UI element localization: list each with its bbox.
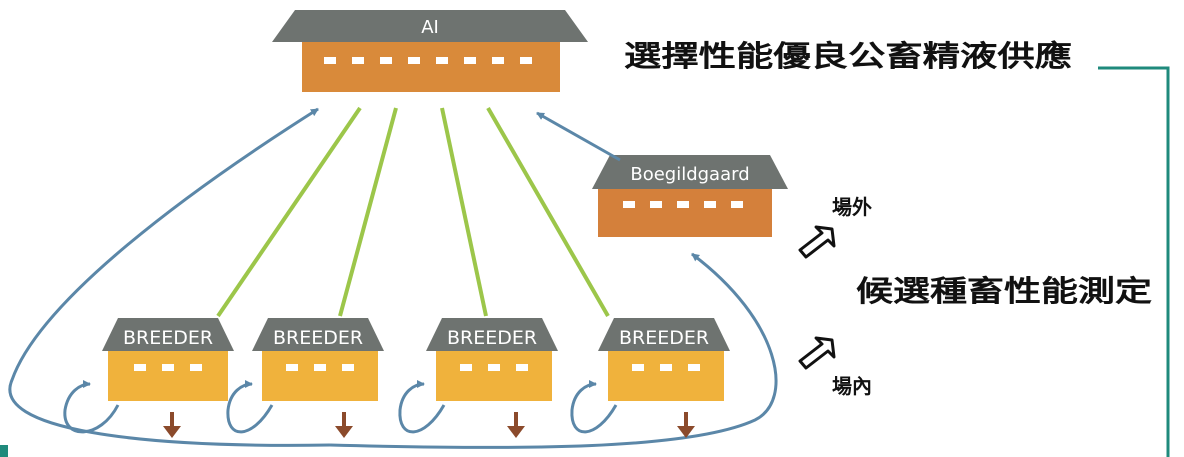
breeders-to-ai-loop-arrow — [8, 107, 331, 447]
breeder-self-loop-arrow — [570, 380, 618, 434]
green-line-4 — [486, 107, 610, 317]
test-station-building: Boegildgaard — [592, 155, 788, 237]
breeder-body — [108, 351, 228, 401]
breeder-roof — [598, 318, 730, 351]
off-farm-label: 場外 — [832, 195, 872, 219]
ai-building: AI — [272, 10, 588, 92]
breeder-building-3: BREEDER — [398, 318, 558, 438]
breeder-body — [436, 351, 552, 401]
on-farm-hollow-arrow-icon — [798, 336, 836, 370]
breeders-to-station-arrow — [329, 252, 778, 449]
on-farm-label: 場內 — [832, 374, 872, 398]
semen-supply-label: 選擇性能優良公畜精液供應 — [624, 39, 1072, 73]
breeder-label: BREEDER — [447, 327, 537, 349]
breeder-output-arrow — [507, 412, 525, 438]
breeder-output-arrow — [335, 412, 353, 438]
corner-marker — [0, 445, 8, 457]
breeder-to-ai-lines — [216, 106, 610, 318]
breeder-label: BREEDER — [273, 327, 363, 349]
ai-label: AI — [421, 17, 439, 38]
breeder-windows — [632, 364, 700, 371]
breeder-windows — [460, 364, 528, 371]
performance-test-label: 候選種畜性能測定 — [856, 274, 1152, 308]
ai-roof — [272, 10, 588, 42]
breeder-self-loop-arrow — [226, 380, 274, 434]
green-line-3 — [440, 107, 488, 317]
green-line-2 — [338, 107, 398, 317]
station-body — [598, 189, 772, 237]
station-label: Boegildgaard — [630, 164, 749, 185]
breeder-roof — [426, 318, 558, 351]
breeder-self-loop-arrow — [63, 380, 120, 434]
green-line-1 — [216, 106, 362, 318]
breeder-output-arrow — [163, 412, 181, 438]
breeder-label: BREEDER — [123, 327, 213, 349]
breeder-label: BREEDER — [619, 327, 709, 349]
breeder-building-4: BREEDER — [570, 318, 730, 438]
station-to-ai-arrow — [536, 111, 621, 162]
breeder-windows — [286, 364, 354, 371]
station-roof — [592, 155, 788, 189]
breeder-building-2: BREEDER — [226, 318, 384, 438]
breeder-body — [262, 351, 378, 401]
breeder-windows — [134, 364, 202, 371]
off-farm-hollow-arrow-icon — [798, 225, 836, 259]
breeder-roof — [252, 318, 384, 351]
breeder-self-loop-arrow — [398, 380, 446, 434]
breeder-output-arrow — [677, 412, 695, 438]
breeder-roof — [102, 318, 234, 351]
ai-windows — [324, 57, 532, 64]
supply-bracket-line — [1098, 66, 1170, 457]
breeder-body — [608, 351, 724, 401]
station-windows — [623, 201, 743, 208]
breeder-building-1: BREEDER — [63, 318, 234, 438]
ai-body — [302, 42, 560, 92]
